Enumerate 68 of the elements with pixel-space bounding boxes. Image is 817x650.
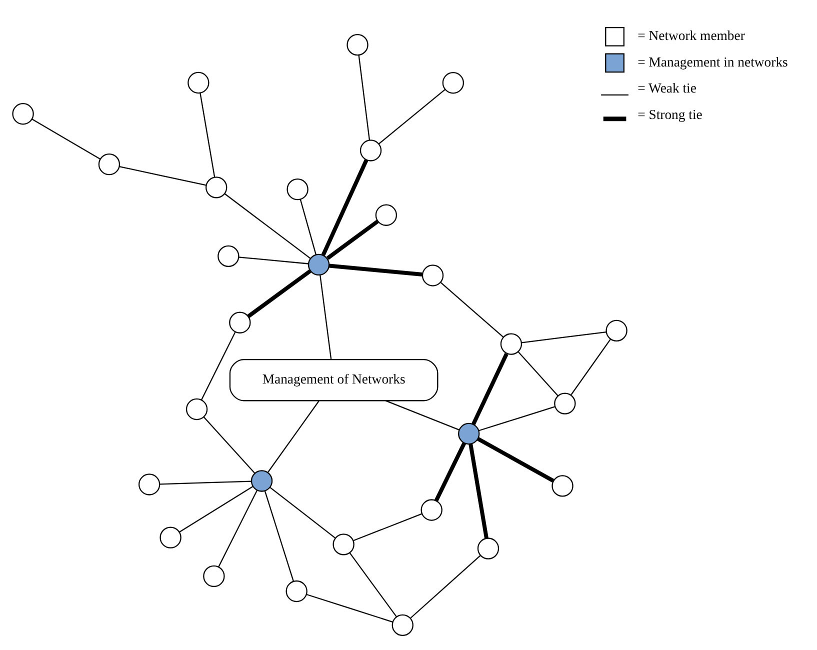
node-circle	[308, 253, 330, 276]
connector	[264, 490, 294, 581]
node-circle	[375, 204, 398, 226]
connector	[570, 338, 611, 394]
node-circle	[160, 526, 182, 548]
node-circle	[442, 72, 464, 94]
connector	[200, 92, 216, 177]
connector	[320, 274, 332, 360]
node-circle	[229, 311, 251, 333]
connector	[358, 54, 370, 140]
connector	[247, 268, 312, 318]
connector	[472, 352, 508, 424]
connector	[476, 436, 554, 482]
connector	[306, 593, 394, 622]
node-circle	[286, 178, 308, 200]
node-circle	[392, 614, 414, 636]
connector	[179, 485, 254, 532]
node-circle	[346, 33, 368, 56]
node-circle	[422, 264, 444, 286]
connector	[518, 351, 558, 396]
node-circle	[218, 244, 240, 267]
legend-label: = Weak tie	[638, 80, 696, 96]
node-circle	[206, 176, 228, 198]
connector	[268, 400, 320, 472]
node-circle	[332, 533, 354, 555]
connector	[329, 263, 422, 276]
connector	[522, 330, 606, 343]
legend-label: = Strong tie	[638, 106, 702, 122]
connector	[326, 219, 379, 260]
node-circle	[500, 332, 522, 354]
node-circle	[12, 102, 34, 124]
connector	[32, 118, 101, 160]
legend-label: = Network member	[638, 28, 745, 43]
node-circle	[552, 474, 574, 496]
connector	[353, 512, 422, 541]
connector	[200, 331, 236, 400]
node-circle	[186, 398, 208, 420]
connector	[270, 486, 336, 538]
connector	[468, 443, 488, 538]
connector	[119, 165, 206, 186]
connector	[478, 406, 556, 431]
node-circle	[286, 580, 308, 602]
node-circle	[420, 498, 442, 520]
node-circle	[360, 139, 382, 161]
connector	[160, 480, 252, 484]
connector	[440, 281, 504, 338]
connector	[410, 554, 481, 618]
node-circle	[203, 564, 225, 587]
legend-label: = Management in networks	[638, 54, 788, 69]
node-circle	[250, 470, 273, 492]
node-circle	[188, 71, 210, 94]
connector	[218, 490, 258, 567]
connector	[349, 552, 397, 617]
node-circle	[554, 392, 576, 414]
node-circle	[98, 153, 120, 175]
node-circle	[458, 422, 480, 444]
connector	[434, 442, 466, 501]
connector	[385, 400, 460, 430]
connector	[224, 192, 311, 258]
connector	[203, 416, 256, 474]
node-circle	[138, 473, 160, 495]
node-box: Management of Networks	[229, 358, 438, 401]
node-circle	[477, 537, 500, 559]
connector	[238, 256, 308, 264]
connector	[378, 88, 446, 144]
connector	[300, 198, 316, 254]
connector	[321, 158, 368, 256]
node-circle	[606, 319, 628, 341]
